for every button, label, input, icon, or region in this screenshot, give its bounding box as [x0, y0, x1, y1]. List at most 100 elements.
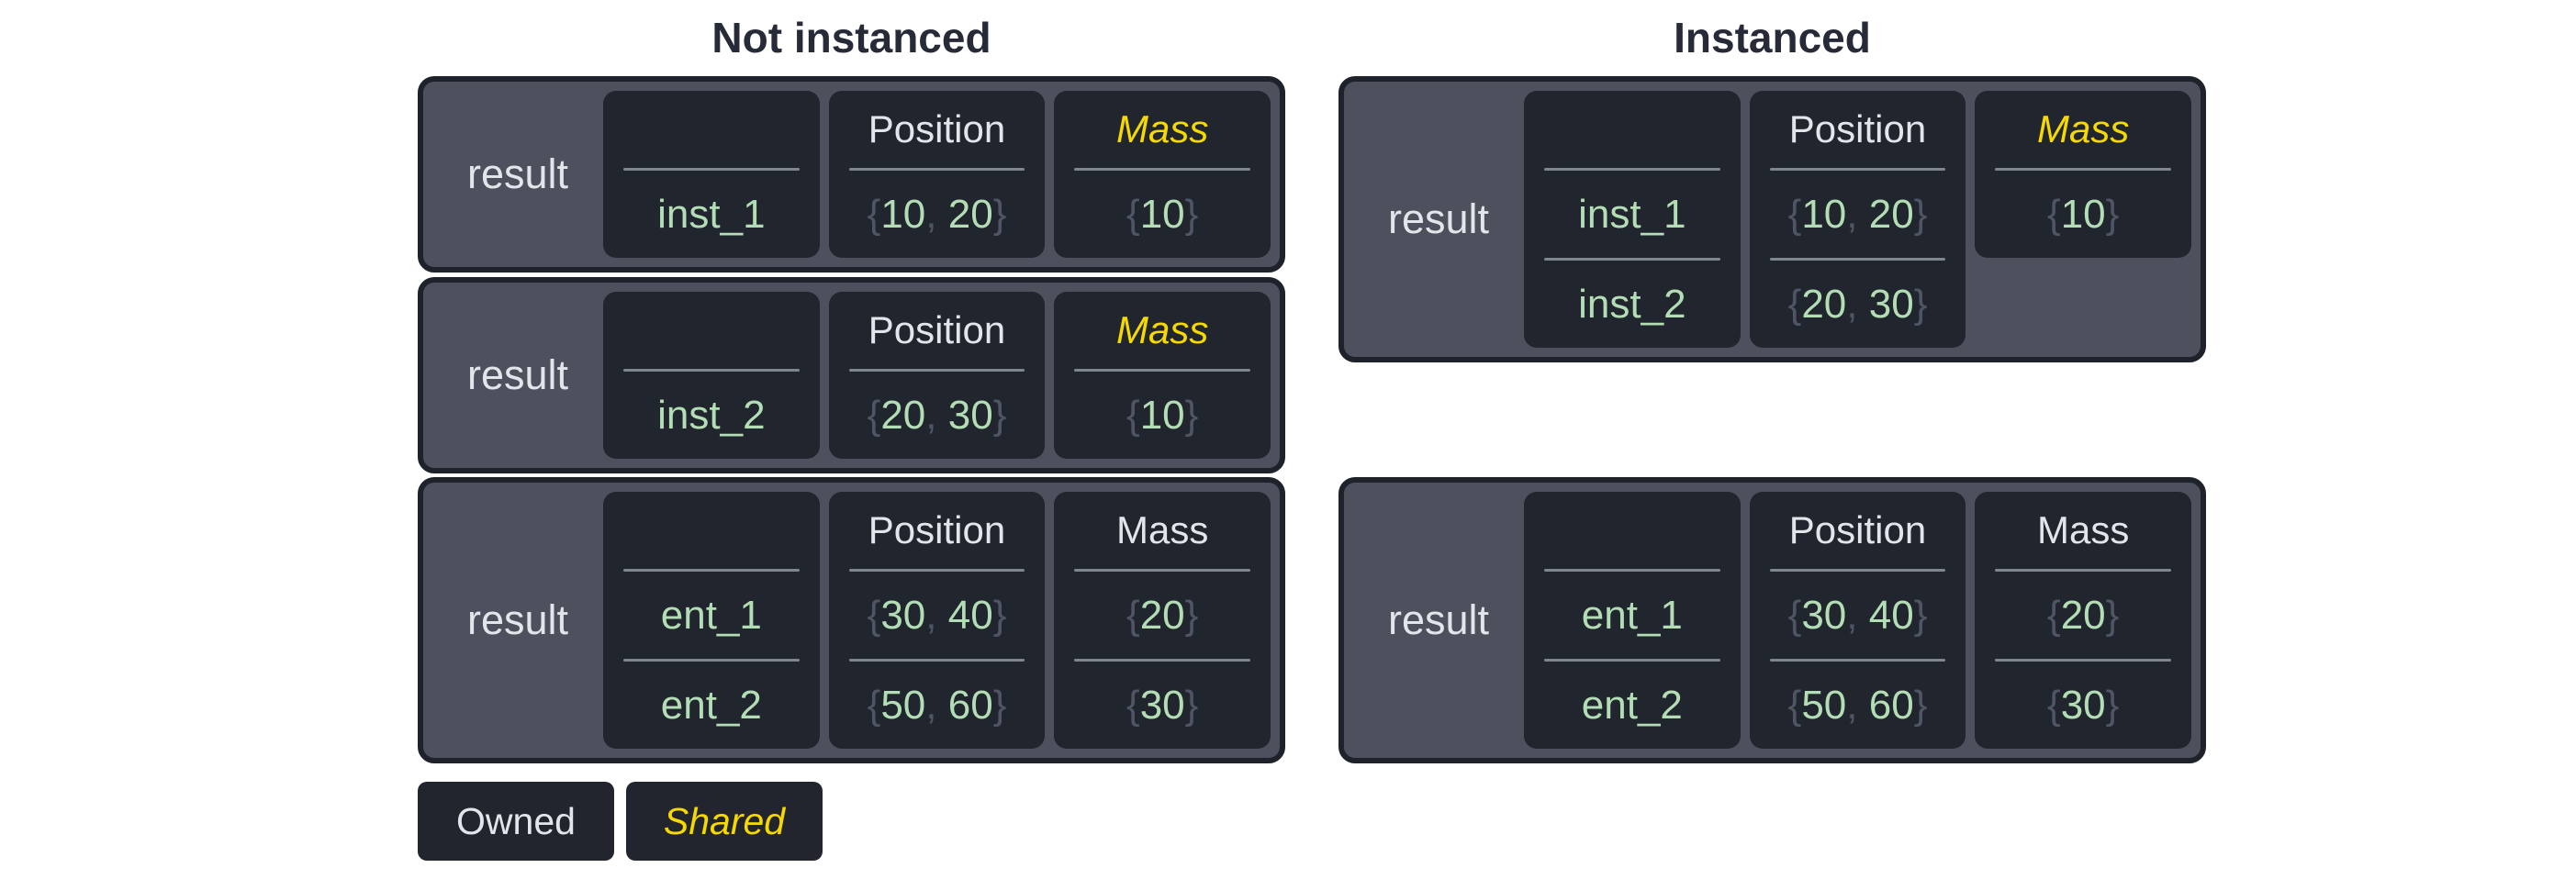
value-number: 10 [2060, 191, 2106, 237]
section-title-instanced: Instanced [1674, 14, 1871, 61]
cell-value: inst_1 [603, 171, 820, 258]
component-column-card: Position{10, 20} [828, 91, 1046, 258]
value-number: 20 [947, 191, 993, 237]
divider [1074, 659, 1251, 662]
value-punctuation: } [1184, 392, 1199, 438]
value-number: 10 [880, 191, 926, 237]
value-number: 10 [1139, 392, 1185, 438]
result-label: result [1387, 596, 1490, 643]
cell-value: {50, 60} [829, 662, 1046, 749]
value-number: 10 [1139, 191, 1185, 237]
value-punctuation: , [1846, 281, 1869, 327]
value-number: inst_2 [657, 392, 766, 438]
column-header: Mass [2037, 107, 2130, 150]
value-number: 30 [2060, 682, 2106, 728]
column-header: Mass [1116, 508, 1209, 551]
value-punctuation: { [2047, 592, 2061, 638]
component-column-card: Position {20, 30} [828, 292, 1046, 459]
result-label: result [466, 150, 569, 197]
section-title-not-instanced: Not instanced [711, 14, 991, 61]
cell-value: {30, 40} [1750, 572, 1966, 659]
legend-owned-label: Owned [456, 799, 576, 842]
value-punctuation: , [925, 191, 948, 237]
value-number: ent_2 [1581, 682, 1683, 728]
value-punctuation: { [2047, 191, 2061, 237]
value-punctuation: , [1846, 682, 1869, 728]
cell-value: {10} [1975, 171, 2191, 258]
cell-value: {30, 40} [829, 572, 1046, 659]
divider [1769, 659, 1946, 662]
value-punctuation: } [2105, 191, 2120, 237]
cell-value: {10} [1054, 372, 1271, 459]
component-column-card: Mass{20}{30} [1975, 492, 2192, 749]
value-punctuation: } [1184, 592, 1199, 638]
divider [1769, 258, 1946, 261]
component-column-card: ent_1 ent_2 [603, 492, 820, 749]
value-punctuation: , [925, 392, 948, 438]
component-column-card: Position{10, 20}{20, 30} [1749, 91, 1966, 348]
value-punctuation: , [925, 682, 948, 728]
value-punctuation: { [1126, 592, 1140, 638]
value-punctuation: } [992, 392, 1007, 438]
column-header: Position [868, 308, 1006, 351]
value-number: 20 [880, 392, 926, 438]
columns-container: inst_2 Position {20, 30} Mass {10} [603, 292, 1271, 459]
column-header-empty [1524, 492, 1741, 569]
result-label: result [466, 596, 569, 643]
value-number: ent_1 [660, 592, 762, 638]
divider [1544, 569, 1720, 572]
value-number: 10 [1801, 191, 1847, 237]
component-column-card: Position{30, 40}{50, 60} [828, 492, 1046, 749]
value-punctuation: } [1913, 592, 1928, 638]
value-punctuation: } [1913, 191, 1928, 237]
value-number: 50 [880, 682, 926, 728]
value-number: 40 [947, 592, 993, 638]
column-header: Mass [1116, 308, 1209, 351]
value-punctuation: { [867, 682, 881, 728]
component-column-card: Mass {10} [1054, 292, 1271, 459]
cell-value: ent_2 [1524, 662, 1741, 749]
value-number: 20 [1868, 191, 1914, 237]
divider [1074, 569, 1251, 572]
component-column-card: Mass {10} [1054, 91, 1271, 258]
value-number: ent_2 [660, 682, 762, 728]
divider [1769, 168, 1946, 171]
value-punctuation: { [1787, 281, 1802, 327]
value-punctuation: } [1913, 281, 1928, 327]
value-punctuation: { [2047, 682, 2061, 728]
divider [848, 369, 1025, 372]
value-punctuation: { [1126, 392, 1140, 438]
cell-value: {10} [1054, 171, 1271, 258]
value-number: inst_2 [1578, 281, 1686, 327]
value-punctuation: } [1184, 191, 1199, 237]
divider [1074, 369, 1251, 372]
value-punctuation: , [1846, 191, 1869, 237]
value-number: 20 [2060, 592, 2106, 638]
column-header: Mass [1116, 107, 1209, 150]
component-column-card: inst_1 [603, 91, 820, 258]
legend: Owned Shared [418, 782, 1285, 861]
component-column-card: Mass {20}{30} [1054, 492, 1271, 749]
divider [623, 659, 800, 662]
value-punctuation: { [1787, 191, 1802, 237]
cell-value: {20} [1054, 572, 1271, 659]
value-punctuation: } [992, 592, 1007, 638]
value-number: 60 [947, 682, 993, 728]
value-punctuation: { [1787, 682, 1802, 728]
divider [1769, 569, 1946, 572]
cell-value: {20} [1975, 572, 2191, 659]
divider [1544, 258, 1720, 261]
divider [1544, 659, 1720, 662]
cell-value: {20, 30} [829, 372, 1046, 459]
column-header-empty [603, 91, 820, 168]
divider [623, 569, 800, 572]
cell-value: {30} [1975, 662, 2191, 749]
value-number: 30 [1139, 682, 1185, 728]
value-punctuation: } [992, 682, 1007, 728]
